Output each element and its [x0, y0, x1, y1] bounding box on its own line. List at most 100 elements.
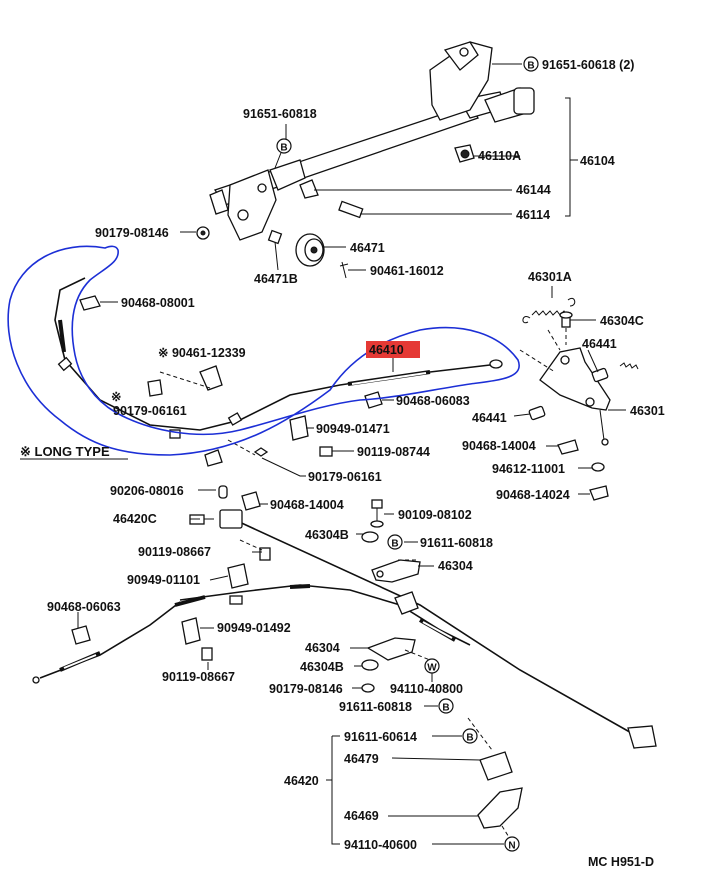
svg-text:B: B: [391, 539, 398, 550]
part-46304B-mid: [361, 659, 379, 671]
label-90461-12339: ※ 90461-12339: [158, 346, 246, 360]
part-90949-01101: [227, 563, 249, 589]
label-90119-08667-bottom: 90119-08667: [162, 670, 235, 684]
part-46441-top: [591, 367, 609, 383]
part-labels: 91651-60618 (2) 91651-60818 46110A 46104…: [20, 58, 665, 869]
label-90468-06083: 90468-06083: [396, 394, 470, 408]
part-46304-mid-bracket: [366, 637, 416, 661]
label-46301: 46301: [630, 404, 665, 418]
label-46471B: 46471B: [254, 272, 298, 286]
part-46114: [338, 200, 364, 219]
part-90468-06063: [71, 625, 91, 645]
part-46479-clamp: [479, 751, 513, 781]
part-90468-08001: [79, 295, 101, 311]
part-46110A: [454, 144, 475, 163]
svg-text:N: N: [508, 841, 515, 852]
label-90206-08016: 90206-08016: [110, 484, 184, 498]
circle-B-lower: B: [438, 698, 454, 714]
part-46144: [299, 179, 319, 199]
label-90119-08744: 90119-08744: [357, 445, 430, 459]
label-90119-08667-top: 90119-08667: [138, 545, 211, 559]
part-46471B: [267, 229, 283, 245]
label-91611-60818-b: 91611-60818: [339, 700, 412, 714]
label-46304C: 46304C: [600, 314, 644, 328]
label-46471: 46471: [350, 241, 385, 255]
part-long-type-bracket: [204, 449, 223, 467]
label-91611-60818-a: 91611-60818: [420, 536, 493, 550]
label-91651-60618-2: 91651-60618 (2): [542, 58, 634, 72]
label-90179-08146-top: 90179-08146: [95, 226, 169, 240]
label-46301A: 46301A: [528, 270, 572, 284]
label-46420: 46420: [284, 774, 319, 788]
label-90468-08001: 90468-08001: [121, 296, 195, 310]
label-94110-40800: 94110-40800: [390, 682, 463, 696]
part-90109-08102: [370, 499, 384, 528]
label-90468-14004-right: 90468-14004: [462, 439, 536, 453]
footer-code: MC H951-D: [588, 855, 654, 869]
label-90461-16012: 90461-16012: [370, 264, 444, 278]
label-94612-11001: 94612-11001: [492, 462, 565, 476]
part-46304C: [559, 311, 573, 328]
label-90109-08102: 90109-08102: [398, 508, 472, 522]
label-46479: 46479: [344, 752, 379, 766]
brake-lever-assembly: [209, 41, 535, 241]
circle-B-center: B: [387, 534, 403, 550]
label-90949-01492: 90949-01492: [217, 621, 291, 635]
hand-drawn-outline-annotation: [7, 245, 520, 456]
circle-B-lower-2: B: [462, 728, 478, 744]
mark-star-90179: ※: [111, 390, 121, 404]
svg-text:B: B: [527, 61, 534, 72]
label-94110-40600: 94110-40600: [344, 838, 417, 852]
label-90179-08146-bottom: 90179-08146: [269, 682, 343, 696]
part-90949-01492: [181, 617, 201, 645]
cable-46420: [32, 509, 657, 749]
label-90949-01471: 90949-01471: [316, 422, 390, 436]
label-90468-06063: 90468-06063: [47, 600, 121, 614]
label-46304B-top: 46304B: [305, 528, 349, 542]
part-46471: [295, 233, 325, 267]
label-90949-01101: 90949-01101: [127, 573, 200, 587]
part-90206-08016: [218, 485, 228, 499]
part-90461-12339: [199, 365, 223, 391]
part-90468-14024: [589, 485, 609, 501]
label-46441-top: 46441: [582, 337, 617, 351]
circle-B-lever: B: [276, 138, 292, 154]
label-90179-06161-b: 90179-06161: [308, 470, 382, 484]
label-90179-06161-a: 90179-06161: [113, 404, 187, 418]
label-46441-left: 46441: [472, 411, 507, 425]
svg-text:B: B: [280, 143, 287, 154]
label-46469: 46469: [344, 809, 379, 823]
label-46304B-mid: 46304B: [300, 660, 344, 674]
label-46304-top: 46304: [438, 559, 473, 573]
part-46469-bracket: [477, 787, 523, 829]
circle-N: N: [504, 836, 520, 852]
svg-text:B: B: [442, 703, 449, 714]
part-90119-08667-bottom: [201, 647, 213, 661]
label-46420C: 46420C: [113, 512, 157, 526]
label-90468-14004-center: 90468-14004: [270, 498, 344, 512]
label-90468-14024: 90468-14024: [496, 488, 570, 502]
svg-text:B: B: [466, 733, 473, 744]
label-46144: 46144: [516, 183, 551, 197]
label-46104: 46104: [580, 154, 615, 168]
label-91651-60818: 91651-60818: [243, 107, 317, 121]
part-46441-spring-small: [619, 362, 639, 370]
circle-B-top-right: B: [523, 56, 539, 72]
leader-lines: [77, 63, 626, 845]
part-94612-11001: [591, 462, 605, 472]
label-46410: 46410: [369, 343, 404, 357]
label-46304-mid: 46304: [305, 641, 340, 655]
part-90179-08146-top: [196, 226, 210, 240]
part-90179-06161-b: [253, 447, 269, 457]
part-90949-01471: [289, 415, 309, 441]
part-90468-14004-right: [557, 439, 579, 455]
cable-46410-long-type: [54, 277, 503, 439]
part-90179-06161-a: [147, 379, 163, 397]
label-46110A: 46110A: [478, 149, 521, 163]
svg-text:W: W: [427, 663, 437, 674]
label-long-type: ※ LONG TYPE: [20, 444, 110, 459]
part-46301-equalizer: [539, 347, 611, 446]
part-90468-14004-center: [241, 491, 261, 511]
part-46410-highlight: [366, 341, 420, 358]
